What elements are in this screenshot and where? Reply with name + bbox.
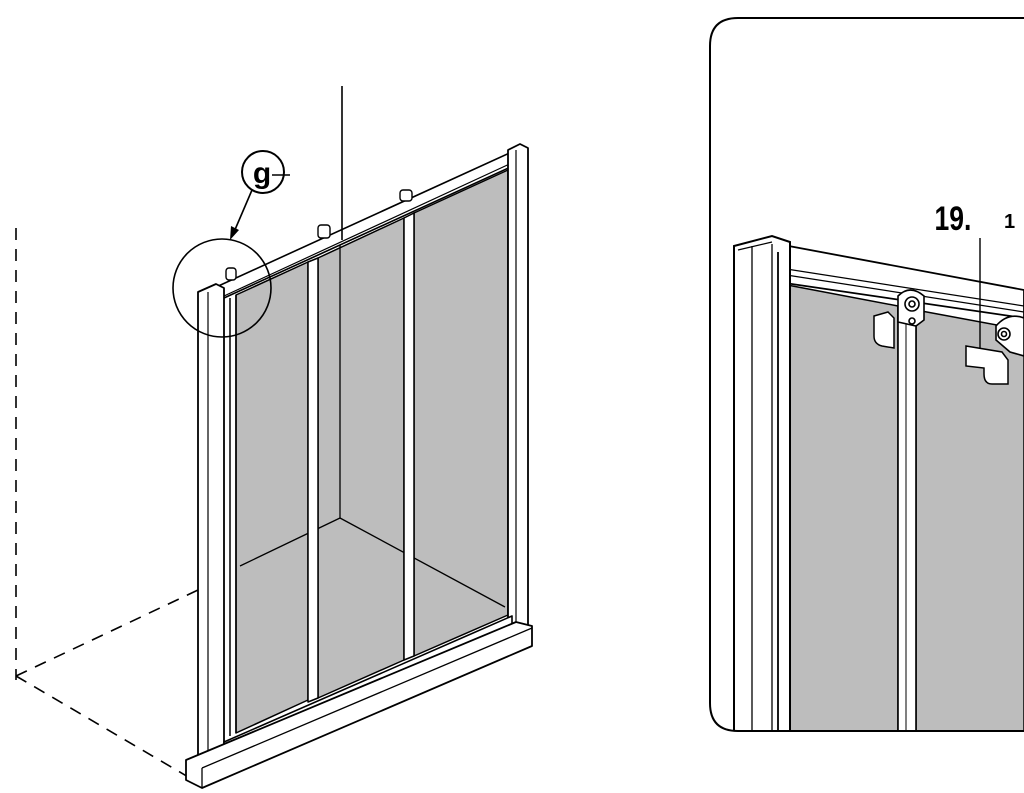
glass-panel-middle (317, 217, 405, 699)
left-wall-profile (197, 283, 225, 783)
detail-frame (709, 17, 1024, 732)
callout-label-g: g (253, 157, 271, 190)
room-outline (15, 228, 199, 779)
glass-panel-left (235, 261, 309, 734)
arrow-head-icon (230, 226, 239, 240)
roller-icons (225, 189, 413, 281)
door-roller-icon-2 (995, 315, 1024, 358)
detail-glass-left (781, 283, 899, 731)
shower-door-unit (185, 143, 533, 789)
detail-callout: g (172, 150, 290, 338)
detail-stile (897, 305, 917, 731)
glass-clip-1 (873, 311, 895, 349)
arrow-leader-icon (233, 189, 253, 233)
interior-lines (239, 245, 506, 608)
part-number-sub: 1 (1004, 211, 1015, 233)
detail-view (733, 234, 1024, 731)
detail-wall-profile (733, 234, 791, 731)
shower-tray (185, 621, 533, 789)
magnifier-circle-icon (172, 238, 272, 338)
panel-stiles (229, 212, 415, 736)
right-wall-profile (507, 143, 529, 635)
part-number-label: 19. (935, 200, 972, 238)
glass-clip-2 (965, 345, 1009, 385)
door-roller-icon (897, 289, 925, 327)
callout-bubble (241, 150, 285, 194)
